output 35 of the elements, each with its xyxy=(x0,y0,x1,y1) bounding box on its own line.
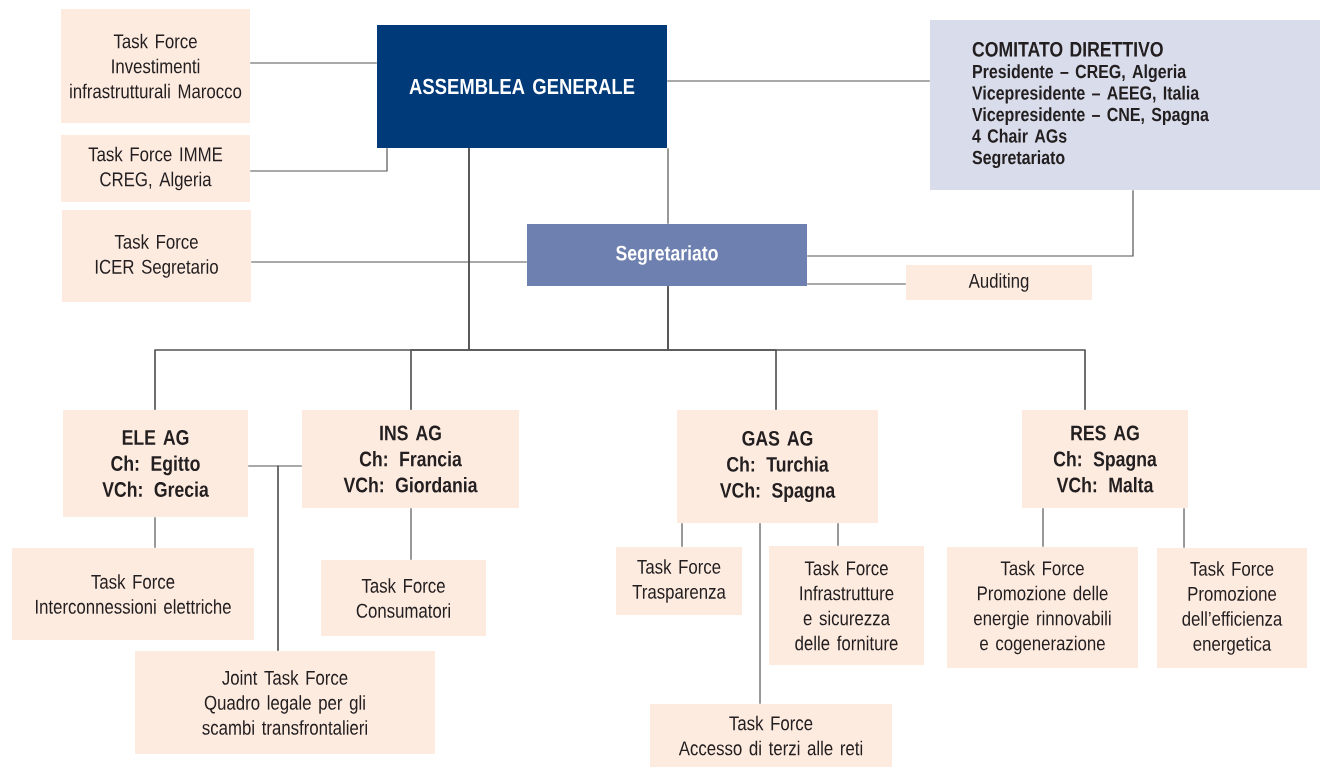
working-group-box: INS AG Ch: Francia VCh: Giordania xyxy=(302,410,519,508)
working-group-box: ELE AG Ch: Egitto VCh: Grecia xyxy=(63,410,248,517)
connector-line xyxy=(250,261,528,263)
task-force-box: Task Force Investimenti infrastrutturali Marocco xyxy=(61,9,250,123)
connector-line xyxy=(681,522,683,548)
working-group-box: GAS AG Ch: Turchia VCh: Spagna xyxy=(677,410,878,523)
assembly-box: ASSEMBLEA GENERALE xyxy=(377,25,667,148)
task-force-box: Task Force IMME CREG, Algeria xyxy=(61,135,250,202)
committee-box: COMITATO DIRETTIVO Presidente – CREG, Algeria Vicepresidente – AEEG, Italia Vicepresidente – CNE, Spagna 4 Chair AGs Segretariato xyxy=(930,20,1320,190)
task-force-box: Joint Task Force Quadro legale per gli scambi transfrontalieri xyxy=(135,651,435,754)
connector-line xyxy=(837,522,839,547)
connector-line xyxy=(154,516,156,549)
task-force-box: Task Force Interconnessioni elettriche xyxy=(12,548,254,640)
connector-line xyxy=(249,147,388,172)
connector-line xyxy=(806,189,1134,257)
working-group-box: RES AG Ch: Spagna VCh: Malta xyxy=(1022,410,1188,508)
task-force-box: Task Force Infrastrutture e sicurezza delle forniture xyxy=(769,546,924,665)
task-force-box: Task Force Accesso di terzi alle reti xyxy=(650,704,892,767)
connector-line xyxy=(667,285,1086,411)
connector-line xyxy=(806,283,907,285)
connector-line xyxy=(1042,507,1044,548)
connector-line xyxy=(249,62,378,64)
connector-line xyxy=(277,465,303,652)
secretariat-box: Segretariato xyxy=(527,224,807,286)
task-force-box: Task Force Promozione delle energie rinnovabili e cogenerazione xyxy=(947,547,1138,668)
task-force-box: Task Force Consumatori xyxy=(321,560,486,636)
task-force-box: Task Force Trasparenza xyxy=(616,547,742,615)
task-force-box: Auditing xyxy=(906,265,1092,300)
task-force-box: Task Force ICER Segretario xyxy=(62,210,251,302)
connector-line xyxy=(667,147,669,225)
task-force-box: Task Force Promozione dell’efficienza energetica xyxy=(1157,548,1307,668)
connector-line xyxy=(1183,507,1185,549)
connector-line xyxy=(759,522,761,705)
connector-line xyxy=(410,507,412,561)
connector-line xyxy=(666,80,931,82)
